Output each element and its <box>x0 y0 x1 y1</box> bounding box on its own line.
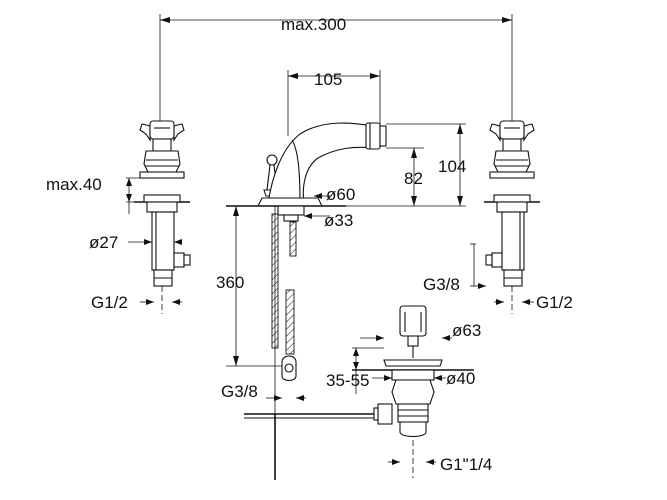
popup-waste <box>244 305 474 480</box>
handle-max-deck-label: max.40 <box>46 175 102 194</box>
spout-height-total-label: 104 <box>438 157 466 176</box>
right-inlet-thread-label: G1/2 <box>536 293 573 312</box>
flexible-length-label: 360 <box>216 273 244 292</box>
waste-thread-label: G1"1/4 <box>440 455 492 474</box>
base-diameter-label: ø60 <box>326 185 355 204</box>
spout-height-outlet-label: 82 <box>404 169 423 188</box>
spout-reach-label: 105 <box>314 70 342 89</box>
waste-head-diameter-label: ø63 <box>452 321 481 340</box>
flex-connector-thread-label: G3/8 <box>221 382 258 401</box>
spout-dimensions: 105 104 82 ø60 ø33 360 G3/8 <box>216 70 466 401</box>
right-handle-dimensions: G3/8 G1/2 <box>423 243 573 312</box>
waste-deck-range-label: 35-55 <box>326 371 369 390</box>
overall-width-dimension: max.300 <box>159 14 513 130</box>
spout-body <box>226 122 387 480</box>
shank-diameter-label: ø33 <box>324 211 353 230</box>
right-handle-valve <box>484 120 540 314</box>
left-handle-dimensions: max.40 ø27 G1/2 <box>46 175 182 312</box>
handle-shank-diameter-label: ø27 <box>89 233 118 252</box>
right-outlet-thread-label: G3/8 <box>423 275 460 294</box>
waste-body-diameter-label: ø40 <box>446 369 475 388</box>
left-inlet-thread-label: G1/2 <box>91 293 128 312</box>
left-handle-valve <box>134 120 191 314</box>
popup-waste-dimensions: ø63 35-55 ø40 G1"1/4 <box>326 321 492 474</box>
overall-width-label: max.300 <box>281 15 346 34</box>
